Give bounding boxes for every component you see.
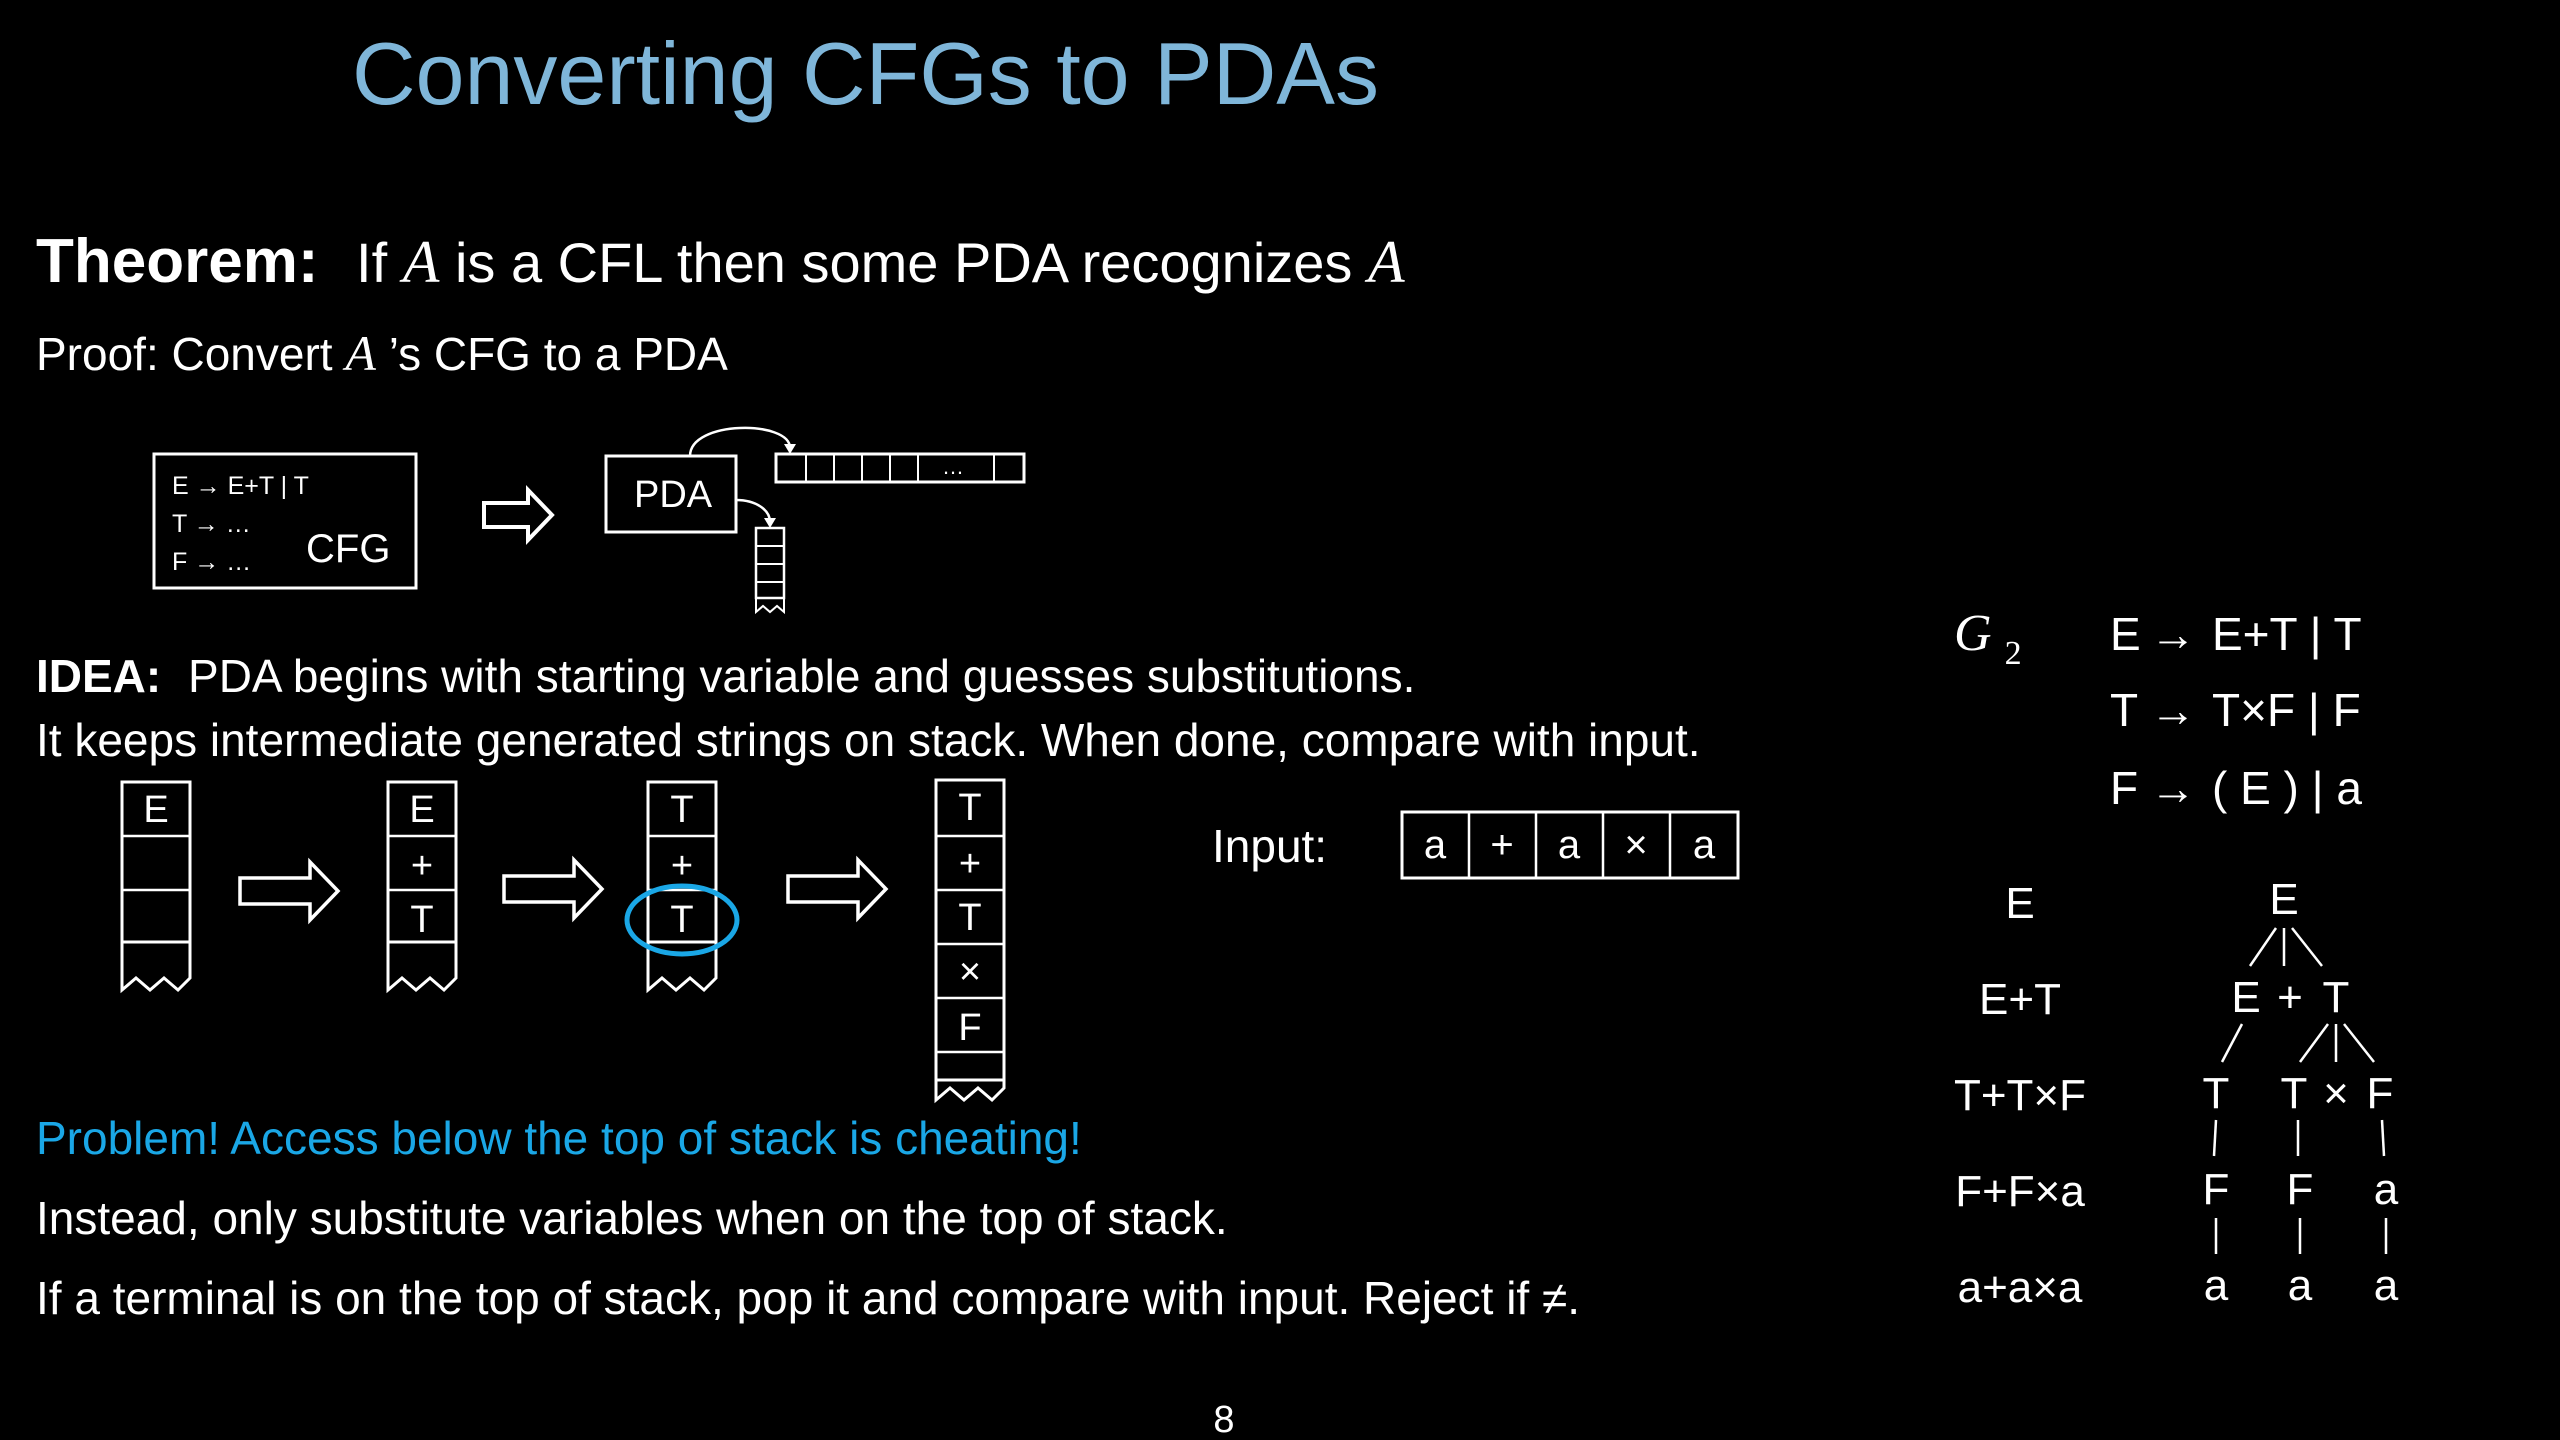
stack-4-cell-1: +	[959, 843, 981, 885]
theorem-var2: A	[1364, 229, 1405, 295]
proof-text-pre: Proof: Convert	[36, 328, 345, 380]
tree-node-F-right: F	[2367, 1069, 2394, 1118]
tree-node-a-right: a	[2374, 1165, 2399, 1214]
grammar-rule-3-rhs: ( E ) | a	[2212, 762, 2362, 814]
stack-4-cell-0: T	[958, 787, 981, 829]
cfg-rule-2: T → …	[172, 510, 251, 538]
tape-head-arrow-icon	[688, 426, 792, 457]
tree-node-F-left: F	[2203, 1165, 2230, 1214]
grammar-rule-1-rhs: E+T | T	[2212, 608, 2362, 660]
theorem-label: Theorem:	[36, 227, 318, 296]
derivation-step-0: E	[2005, 879, 2034, 928]
tape-ellipsis: …	[942, 454, 964, 479]
tree-leaf-a-3: a	[2374, 1261, 2399, 1310]
stack-1: E	[120, 780, 192, 994]
idea-text-1: PDA begins with starting variable and gu…	[188, 650, 1415, 702]
stack-2-cell-1: +	[411, 845, 433, 887]
parse-tree: E E + T T T × F F F a a a a	[2203, 875, 2399, 1310]
tree-node-plus: +	[2277, 973, 2303, 1022]
input-tape-icon: …	[774, 452, 1026, 484]
tree-node-F-mid: F	[2287, 1165, 2314, 1214]
tree-node-times: ×	[2323, 1069, 2349, 1118]
grammar-name: G 2	[1954, 605, 2022, 672]
derivation-step-4: a+a×a	[1958, 1263, 2083, 1312]
stack-2-cell-2: T	[410, 899, 433, 941]
tree-node-root: E	[2269, 875, 2298, 924]
grammar-rule-2-arrow-icon: →	[2150, 684, 2196, 736]
cfg-box: E → E+T | T T → … F → … CFG	[152, 452, 418, 590]
theorem-text-mid: is a CFL then some PDA recognizes	[455, 231, 1368, 294]
grammar-rule-2-rhs: T×F | F	[2212, 684, 2361, 736]
grammar-rule-1-lhs: E	[2110, 608, 2141, 660]
stack-3-cell-1: +	[671, 845, 693, 887]
input-cell-0: a	[1424, 823, 1447, 867]
problem-text: Problem! Access below the top of stack i…	[36, 1112, 1082, 1164]
terminal-text: If a terminal is on the top of stack, po…	[36, 1272, 1580, 1324]
stack-3-cell-2: T	[670, 899, 693, 941]
slide-title: Converting CFGs to PDAs	[352, 24, 1379, 123]
convert-arrow-icon	[482, 485, 555, 545]
tree-node-T-mid: T	[2281, 1069, 2308, 1118]
input-label: Input:	[1212, 820, 1327, 872]
stack-2-cell-0: E	[409, 789, 434, 831]
idea-label: IDEA:	[36, 650, 161, 702]
grammar-rule-3-arrow-icon: →	[2150, 762, 2196, 814]
proof-text-post: ’s CFG to a PDA	[389, 328, 728, 380]
stack-1-cell-0: E	[143, 789, 168, 831]
input-cell-2: a	[1558, 823, 1581, 867]
grammar-rule-1-arrow-icon: →	[2150, 608, 2196, 660]
grammar-name-letter: G	[1954, 605, 1992, 662]
highlight-circle	[624, 883, 740, 957]
tree-node-T-left: T	[2203, 1069, 2230, 1118]
input-cells: a + a × a	[1400, 810, 1740, 880]
stack-2: E + T	[386, 780, 458, 994]
grammar-rule-2-lhs: T	[2110, 684, 2138, 736]
input-cell-4: a	[1693, 823, 1716, 867]
derivation-step-2: T+T×F	[1954, 1071, 2086, 1120]
cfg-rule-3: F → …	[172, 548, 251, 576]
stack-3: T + T	[624, 780, 740, 994]
pda-diagram: PDA …	[604, 426, 1026, 615]
cfg-rule-1: E → E+T | T	[172, 472, 309, 500]
proof-var: A	[342, 325, 376, 381]
tree-leaf-a-1: a	[2204, 1261, 2229, 1310]
instead-text: Instead, only substitute variables when …	[36, 1192, 1228, 1244]
theorem-var: A	[399, 229, 440, 295]
stack-3-cell-0: T	[670, 789, 693, 831]
derivation-step-3: F+F×a	[1955, 1167, 2085, 1216]
theorem-line: Theorem: If A is a CFL then some PDA rec…	[36, 227, 1405, 296]
stack-4-cell-2: T	[958, 897, 981, 939]
stack-4: T + T × F	[934, 778, 1006, 1104]
idea-line-1: IDEA: PDA begins with starting variable …	[36, 650, 1415, 702]
theorem-text-pre: If	[356, 231, 403, 294]
step-arrow-1-icon	[238, 857, 341, 925]
tree-node-E: E	[2231, 973, 2260, 1022]
stack-4-cell-4: F	[958, 1007, 981, 1049]
input-cell-1: +	[1490, 823, 1513, 867]
tree-leaf-a-2: a	[2288, 1261, 2313, 1310]
page-number: 8	[1213, 1399, 1234, 1440]
step-arrow-2-icon	[502, 855, 605, 923]
pda-label: PDA	[634, 474, 713, 516]
derivation: E E+T T+T×F F+F×a a+a×a	[1954, 879, 2086, 1312]
cfg-label: CFG	[306, 527, 390, 571]
grammar-rule-3-lhs: F	[2110, 762, 2138, 814]
tree-node-T: T	[2323, 973, 2350, 1022]
grammar-rules: E → E+T | T T → T×F | F F → ( E ) | a	[2110, 608, 2362, 814]
input-cell-3: ×	[1624, 823, 1647, 867]
idea-line-2: It keeps intermediate generated strings …	[36, 714, 1701, 766]
proof-line: Proof: Convert A ’s CFG to a PDA	[36, 325, 728, 381]
pda-box	[604, 454, 738, 534]
mini-stack-icon	[754, 526, 786, 615]
step-arrow-3-icon	[786, 855, 889, 923]
grammar-name-subscript: 2	[2005, 635, 2022, 672]
stack-4-cell-3: ×	[959, 951, 981, 993]
derivation-step-1: E+T	[1979, 975, 2061, 1024]
